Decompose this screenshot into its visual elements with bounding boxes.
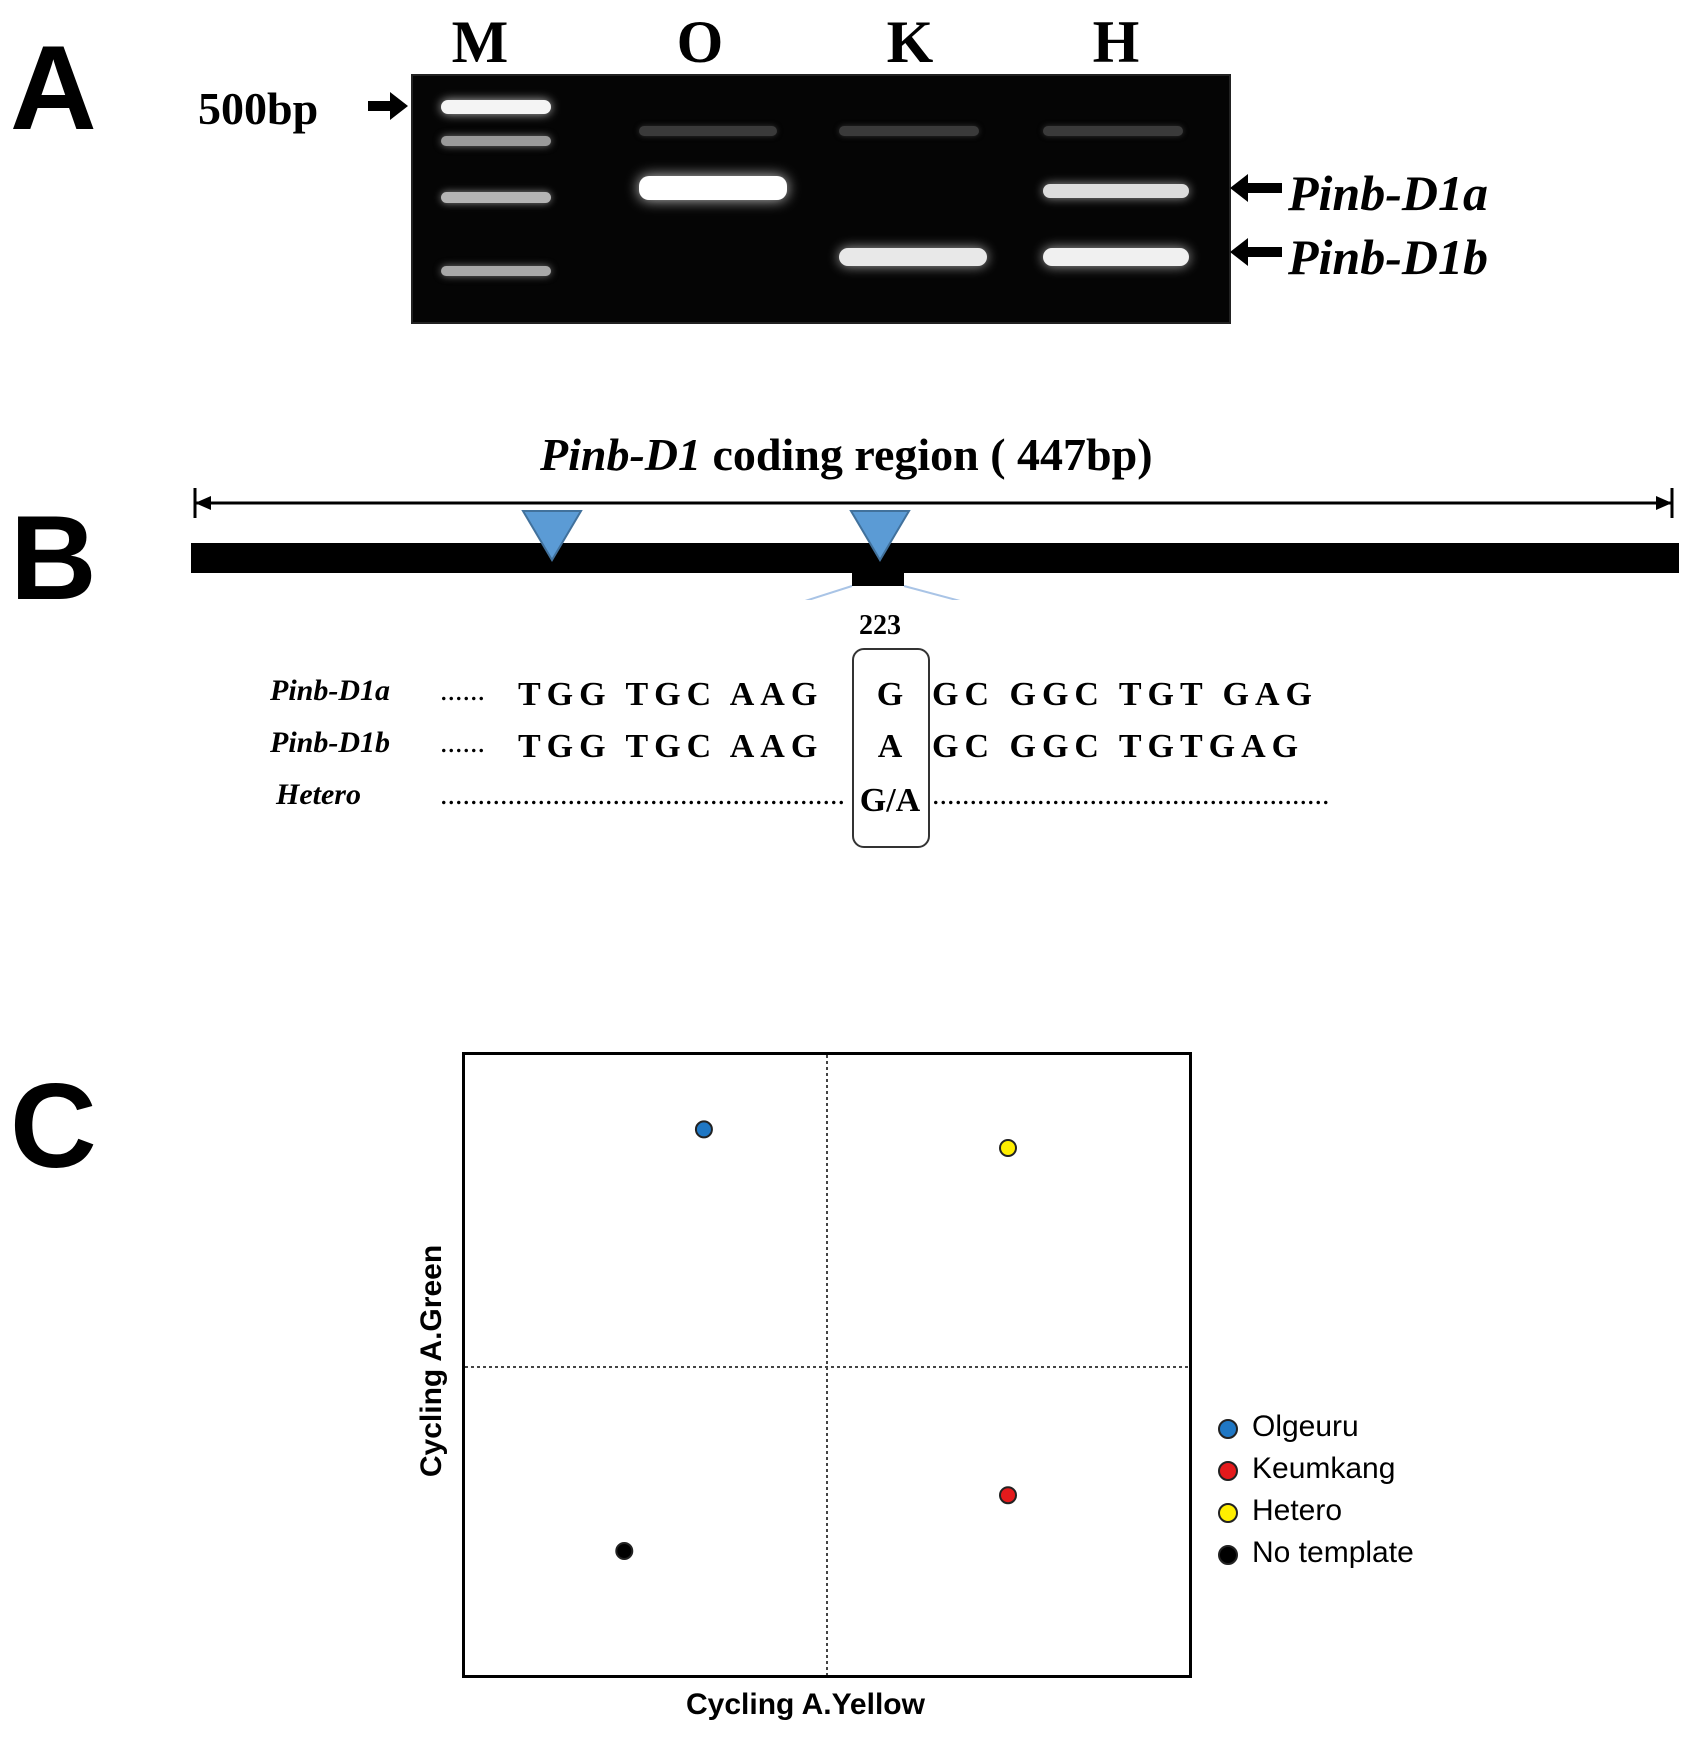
snp-site-block [852, 568, 904, 586]
gene-map-diagram [191, 488, 1679, 600]
seq-row-right: ........................................… [932, 780, 1330, 810]
gel-band [1043, 126, 1183, 136]
seq-row-lead: ...... [440, 726, 485, 759]
zoom-line-right [903, 585, 961, 600]
allele-b-label: Pinb-D1b [1288, 229, 1488, 285]
gel-band [441, 100, 551, 114]
gel-image [411, 74, 1231, 324]
lane-label-o: O [676, 9, 724, 75]
region-span-left-arrowhead [195, 496, 211, 510]
scatter-point-keumkang [999, 1486, 1017, 1505]
zoom-line-left [804, 585, 853, 600]
seq-row-lead: ........................................… [440, 780, 845, 810]
scatter-plot-frame [462, 1052, 1192, 1678]
allele-b-arrow-icon [1230, 238, 1282, 266]
legend-dot-icon [1218, 1545, 1238, 1565]
panel-a-letter: A [10, 21, 97, 155]
gel-band [441, 266, 551, 276]
x-axis-label: Cycling A.Yellow [686, 1688, 925, 1721]
scatter-point-no-template [615, 1542, 634, 1560]
seq-row-name: Pinb-D1b [270, 726, 390, 759]
seq-row-name: Pinb-D1a [270, 674, 390, 707]
seq-row-left: TGG TGC AAG [518, 728, 824, 765]
legend-label: Hetero [1252, 1494, 1343, 1527]
scatter-point-hetero [999, 1139, 1017, 1157]
gel-band [1043, 184, 1189, 198]
seq-row-right: GC GGC TGTGAG [932, 728, 1305, 765]
scatter-point-olgeuru [694, 1120, 713, 1139]
lane-label-k: K [886, 9, 934, 75]
lane-label-m: M [451, 9, 509, 75]
gel-band [1043, 248, 1189, 266]
scatter-plot-svg [465, 1055, 1189, 1675]
gel-band [639, 126, 777, 136]
seq-row-name: Hetero [276, 778, 361, 811]
legend-label: Olgeuru [1252, 1410, 1359, 1443]
y-axis-label: Cycling A.Green [415, 1244, 448, 1478]
seq-row-lead: ...... [440, 674, 485, 707]
data-points-layer [615, 1120, 1017, 1560]
coding-region-title: Pinb-D1 coding region ( 447bp) [540, 432, 1153, 478]
gene-name: Pinb-D1 [540, 429, 701, 480]
gel-band [839, 248, 987, 266]
marker-500bp-label: 500bp [198, 83, 319, 134]
legend-dot-icon [1218, 1419, 1238, 1439]
legend-label: Keumkang [1252, 1452, 1396, 1485]
seq-row-left: TGG TGC AAG [518, 676, 824, 713]
allele-a-arrow-icon [1230, 174, 1282, 202]
seq-row-base: A [877, 728, 903, 765]
gel-band [639, 176, 787, 200]
snp-highlight-box [852, 648, 930, 848]
legend-dot-icon [1218, 1461, 1238, 1481]
panel-c-letter: C [10, 1059, 97, 1193]
legend-dot-icon [1218, 1503, 1238, 1523]
gene-bar [191, 543, 1679, 573]
region-span-right-arrowhead [1656, 496, 1672, 510]
triangle-marker-icon [521, 510, 583, 562]
region-description: coding region ( 447bp) [701, 429, 1153, 480]
gel-band [441, 192, 551, 203]
legend-label: No template [1252, 1536, 1414, 1569]
panel-b-letter: B [10, 491, 97, 625]
triangle-marker-icon [849, 510, 911, 562]
gel-band [441, 136, 551, 146]
lane-label-h: H [1092, 9, 1140, 75]
gel-band [839, 126, 979, 136]
allele-a-label: Pinb-D1a [1288, 165, 1488, 221]
marker-arrow-icon [368, 92, 408, 120]
seq-row-base: G/A [859, 782, 921, 819]
seq-row-base: G [876, 676, 904, 713]
snp-position-label: 223 [859, 610, 901, 641]
seq-row-right: GC GGC TGT GAG [932, 676, 1318, 713]
